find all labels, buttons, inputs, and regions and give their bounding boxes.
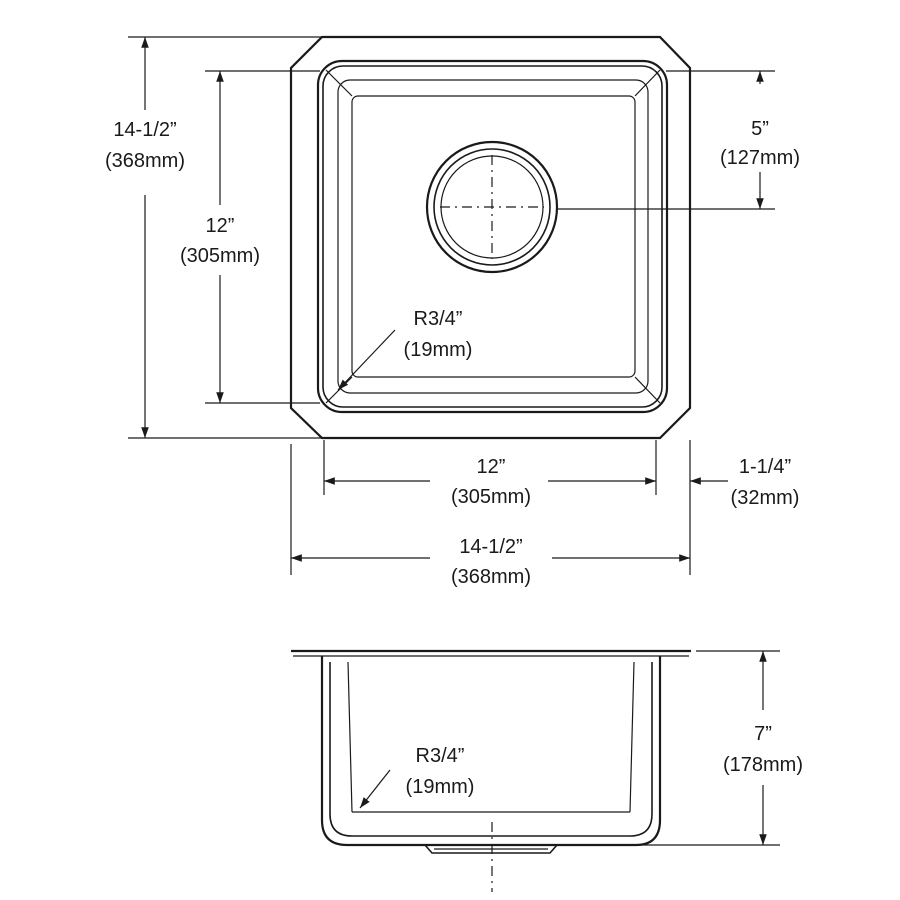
corner-line [325, 69, 353, 97]
bowl-inner-wall [329, 662, 653, 837]
drain-offset-label: 5” [751, 118, 769, 140]
drain-outlet [425, 140, 559, 274]
depth-label: 7” [754, 723, 772, 745]
leader-line [359, 769, 391, 809]
bowl-inner-rim [322, 65, 663, 408]
corner-line [634, 376, 661, 404]
bowl-width-metric-label: (305mm) [451, 486, 531, 508]
overall-height-metric-label: (368mm) [105, 150, 185, 172]
rim-width-metric-label: (32mm) [731, 487, 800, 509]
drain-offset-metric-label: (127mm) [720, 147, 800, 169]
depth-metric-label: (178mm) [723, 754, 803, 776]
top-view: 14-1/2” (368mm) 12” (305mm) 5” (127mm) R… [105, 35, 800, 588]
corner-line [325, 376, 353, 404]
bowl-height-label: 12” [206, 215, 235, 237]
overall-height-label: 14-1/2” [113, 119, 176, 141]
bowl-floor [351, 95, 636, 378]
corner-radius-metric-label: (19mm) [404, 339, 473, 361]
bowl-outer-rim [316, 59, 669, 414]
drain-body [424, 844, 558, 854]
bowl-floor-edge [337, 79, 649, 394]
section-corner-radius-label: R3/4” [416, 745, 465, 767]
rim-width-label: 1-1/4” [739, 456, 791, 478]
bowl-width-label: 12” [477, 456, 506, 478]
corner-line [634, 69, 661, 97]
bowl-outer-wall [320, 656, 662, 847]
bowl-side-face [347, 661, 353, 813]
section-corner-radius-metric-label: (19mm) [406, 776, 475, 798]
bowl-side-face [629, 661, 635, 813]
overall-width-label: 14-1/2” [459, 536, 522, 558]
corner-radius-label: R3/4” [414, 308, 463, 330]
leader-line [337, 329, 396, 391]
sink-flange-outline [289, 35, 692, 440]
section-view: 7” (178mm) R3/4” (19mm) [291, 649, 803, 892]
overall-width-metric-label: (368mm) [451, 566, 531, 588]
bowl-height-metric-label: (305mm) [180, 245, 260, 267]
